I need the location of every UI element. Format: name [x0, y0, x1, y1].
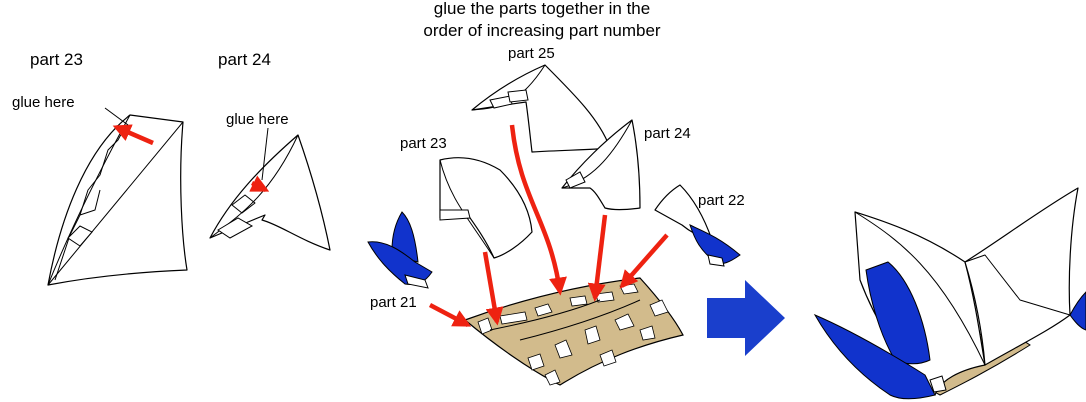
part22-shell [654, 184, 741, 267]
part23-shell-left [47, 114, 188, 286]
part23-shell [439, 157, 533, 259]
base-piece [463, 277, 684, 386]
glue-arrow-left-a [112, 124, 154, 146]
glue-here-label-a: glue here [12, 94, 75, 111]
assembled-model [813, 187, 1086, 400]
part24-shell [561, 119, 641, 211]
glue-arrow-left-b [249, 175, 270, 193]
part25-shell [471, 64, 611, 153]
part25-label: part 25 [508, 45, 555, 62]
part21-label: part 21 [370, 294, 417, 311]
part24-shell-left [209, 134, 331, 251]
placement-arrows [428, 124, 669, 327]
glue-here-label-b: glue here [226, 111, 289, 128]
glue-pointer-line-b [261, 127, 269, 181]
big-right-arrow-icon [707, 280, 785, 356]
red-arrow-icon [482, 251, 504, 326]
red-arrow-icon [587, 214, 608, 302]
part21-shell [367, 211, 433, 289]
part24-label: part 24 [644, 125, 691, 142]
part24-left-label: part 24 [218, 50, 271, 69]
heading-line-1: glue the parts together in the [434, 0, 650, 18]
red-arrow-icon [619, 233, 669, 289]
part22-label: part 22 [698, 192, 745, 209]
part23-left-label: part 23 [30, 50, 83, 69]
red-arrow-icon [428, 303, 472, 327]
glue-pointer-line-a [104, 107, 129, 126]
part23-label: part 23 [400, 135, 447, 152]
heading-line-2: order of increasing part number [423, 21, 661, 40]
red-arrow-icon [509, 124, 567, 296]
